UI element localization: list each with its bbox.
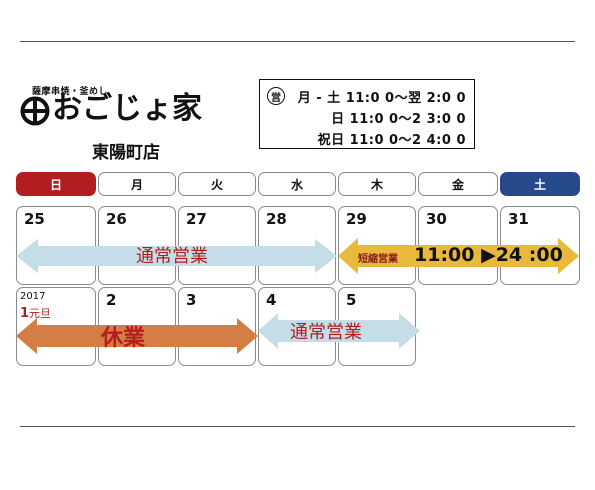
holiday-day: 1	[20, 306, 30, 321]
calendar-cell: 5	[338, 287, 416, 366]
calendar-cell: 28	[258, 206, 336, 285]
weekday-header-mon: 月	[98, 172, 176, 196]
weekday-header-sun: 日	[16, 172, 96, 196]
calendar-cell: 25	[16, 206, 96, 285]
hours-line-holiday: 祝日 11:0 0～2 4:0 0	[317, 133, 466, 148]
hours-line-weekday: 月 - 土 11:0 0～翌 2:0 0	[297, 91, 466, 106]
weekday-header-tue: 火	[178, 172, 256, 196]
top-rule	[20, 41, 575, 42]
logo-mark-icon	[20, 96, 50, 126]
calendar-cell: 2017 1元旦	[16, 287, 96, 366]
day-number: 30	[426, 210, 447, 228]
calendar-cell: 29	[338, 206, 416, 285]
hours-badge: 営	[267, 87, 285, 105]
year-label: 2017	[20, 291, 46, 302]
hours-box: 営 月 - 土 11:0 0～翌 2:0 0 日 11:0 0～2 3:0 0 …	[259, 79, 475, 149]
branch-name: 東陽町店	[92, 143, 160, 163]
day-number: 2	[106, 291, 117, 309]
day-number: 31	[508, 210, 529, 228]
calendar-cell: 3	[178, 287, 256, 366]
calendar-cell: 26	[98, 206, 176, 285]
holiday-name: 元旦	[29, 307, 52, 320]
day-number: 27	[186, 210, 207, 228]
logo-subtitle: 薩摩串焼・釜めし	[32, 87, 109, 97]
calendar-cell: 2	[98, 287, 176, 366]
logo-name: おごじょ家	[52, 91, 202, 126]
calendar-cell: 4	[258, 287, 336, 366]
bottom-rule	[20, 426, 575, 427]
weekday-header-sat: 土	[500, 172, 580, 196]
day-number: 25	[24, 210, 45, 228]
day-number: 4	[266, 291, 277, 309]
day-number: 5	[346, 291, 357, 309]
calendar-cell: 27	[178, 206, 256, 285]
calendar-cell: 30	[418, 206, 498, 285]
day-number: 3	[186, 291, 197, 309]
holiday-note: 1元旦	[20, 305, 51, 321]
calendar-cell: 31	[500, 206, 580, 285]
weekday-header-thu: 木	[338, 172, 416, 196]
weekday-header-wed: 水	[258, 172, 336, 196]
day-number: 28	[266, 210, 287, 228]
day-number: 26	[106, 210, 127, 228]
hours-line-sunday: 日 11:0 0～2 3:0 0	[331, 112, 466, 127]
weekday-header-fri: 金	[418, 172, 498, 196]
day-number: 29	[346, 210, 367, 228]
